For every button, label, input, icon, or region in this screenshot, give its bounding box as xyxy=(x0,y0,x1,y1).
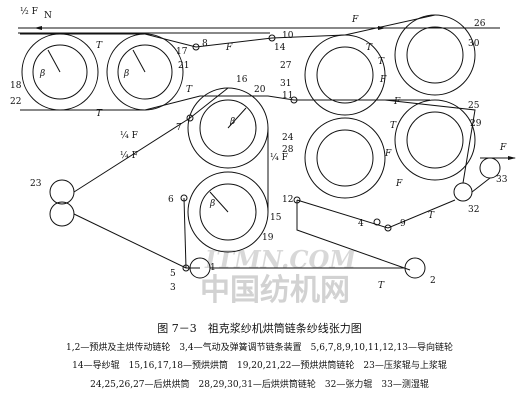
part-number-19: 19 xyxy=(262,233,274,243)
angle-marker-19 xyxy=(209,191,229,213)
after-dryer-cylinder-24 xyxy=(304,117,386,199)
label-quarter-fn-2: ¼ F xyxy=(120,150,138,161)
chain-path-2 xyxy=(20,14,436,48)
chain-path-left-vertical xyxy=(183,197,187,269)
label-half-fn-sub: N xyxy=(44,11,52,21)
part-number-14: 14 xyxy=(274,43,286,53)
size-roller-upper xyxy=(49,179,75,205)
legend-line-3: 24,25,26,27—后烘烘筒 28,29,30,31—后烘烘筒链轮 32—张… xyxy=(90,380,429,390)
part-number-1: 1 xyxy=(210,263,216,273)
figure-caption: 图 7－3 祖克浆纱机烘筒链条纱线张力图 xyxy=(157,322,362,335)
guide-sprocket-9 xyxy=(384,224,392,232)
part-number-10: 10 xyxy=(282,31,294,41)
part-number-23: 23 xyxy=(30,179,42,189)
after-dryer-sprocket-28 xyxy=(316,129,374,187)
part-number-9: 9 xyxy=(400,219,406,229)
yarn-path-size-to-dryer xyxy=(73,87,229,193)
after-dryer-sprocket-29 xyxy=(406,111,464,169)
part-number-12: 12 xyxy=(282,195,293,205)
legend-line-2: 14—导纱辊 15,16,17,18—预烘烘筒 19,20,21,22—预烘烘筒… xyxy=(72,361,447,371)
part-number-18: 18 xyxy=(10,81,22,91)
label-ft-exit: F xyxy=(499,143,507,153)
label-tn-2: T xyxy=(186,85,193,95)
part-number-33: 33 xyxy=(496,175,508,185)
angle-marker-21 xyxy=(132,49,146,73)
label-tt-2: T xyxy=(378,57,385,67)
part-number-21: 21 xyxy=(178,61,189,71)
part-number-16: 16 xyxy=(236,75,248,85)
chain-path-lower-right xyxy=(296,200,411,271)
label-quarter-fn-1: ¼ F xyxy=(120,130,138,141)
pre-dryer-sprocket-21 xyxy=(117,44,173,100)
drive-sprocket-2 xyxy=(404,257,426,279)
after-dryer-sprocket-30 xyxy=(406,26,464,84)
pre-dryer-sprocket-19 xyxy=(199,183,257,241)
part-number-7: 7 xyxy=(176,123,182,133)
label-tt-4: T xyxy=(428,211,435,221)
part-number-29: 29 xyxy=(470,119,482,129)
size-roller-lower xyxy=(49,201,75,227)
part-number-22: 22 xyxy=(10,97,21,107)
part-number-27: 27 xyxy=(280,61,292,71)
part-number-3: 3 xyxy=(170,283,176,293)
part-number-15: 15 xyxy=(270,213,282,223)
pre-dryer-sprocket-22 xyxy=(32,44,88,100)
label-beta-22: β xyxy=(39,69,45,79)
label-tn-1: T xyxy=(96,41,103,51)
yarn-tension-diagram: ITMN.COM 中国纺机网 xyxy=(10,6,516,308)
yarn-to-moisture xyxy=(471,177,491,193)
part-number-5: 5 xyxy=(170,269,176,279)
part-number-2: 2 xyxy=(430,276,436,286)
label-beta-20: β xyxy=(229,117,235,127)
chain-path-right xyxy=(384,99,476,184)
angle-marker-20 xyxy=(227,107,247,129)
part-number-4: 4 xyxy=(358,219,364,229)
part-number-32: 32 xyxy=(468,205,479,215)
part-number-25: 25 xyxy=(468,101,480,111)
arrow-fn-left xyxy=(34,26,42,30)
label-ft-3: F xyxy=(393,97,401,107)
arrow-ft-top xyxy=(378,26,386,30)
label-quarter-fn-3: ¼ F xyxy=(270,152,288,163)
part-number-8: 8 xyxy=(202,39,208,49)
watermark-name: 中国纺机网 xyxy=(200,273,350,308)
after-dryer-sprocket-31 xyxy=(316,46,374,104)
part-number-31: 31 xyxy=(280,79,291,89)
label-tt-5: T xyxy=(378,281,385,291)
label-ft-4: F xyxy=(384,149,392,159)
part-number-20: 20 xyxy=(254,85,266,95)
guide-sprocket-7 xyxy=(186,114,194,122)
label-fn-1: F xyxy=(225,43,233,53)
pre-dryer-sprocket-20 xyxy=(199,99,257,157)
yarn-path-lower xyxy=(73,213,200,269)
part-number-24: 24 xyxy=(282,133,294,143)
part-number-28: 28 xyxy=(282,145,294,155)
watermark-domain: ITMN.COM xyxy=(204,245,357,274)
part-number-11: 11 xyxy=(282,91,293,101)
after-dryer-cylinder-25 xyxy=(394,99,476,181)
part-number-26: 26 xyxy=(474,19,486,29)
part-number-17: 17 xyxy=(176,47,188,57)
label-ft-2: F xyxy=(379,75,387,85)
label-tn-3: T xyxy=(96,109,103,119)
part-number-30: 30 xyxy=(468,39,480,49)
part-number-6: 6 xyxy=(168,195,174,205)
label-ft-top: F xyxy=(351,15,359,25)
label-beta-21: β xyxy=(123,69,129,79)
angle-marker-22 xyxy=(47,49,61,73)
legend-line-1: 1,2—预烘及主烘传动链轮 3,4—气动及弹簧调节链条装置 5,6,7,8,9,… xyxy=(66,343,453,353)
label-tt-3: T xyxy=(390,121,397,131)
label-ft-5: F xyxy=(395,179,403,189)
label-tt-1: T xyxy=(366,43,373,53)
label-half-fn: ½ F xyxy=(20,6,38,17)
chain-path-1 xyxy=(20,95,430,111)
chain-path-tension xyxy=(296,199,456,229)
tension-roller-32 xyxy=(453,182,473,202)
arrow-ft-exit xyxy=(508,156,516,160)
label-beta-19: β xyxy=(209,199,215,209)
